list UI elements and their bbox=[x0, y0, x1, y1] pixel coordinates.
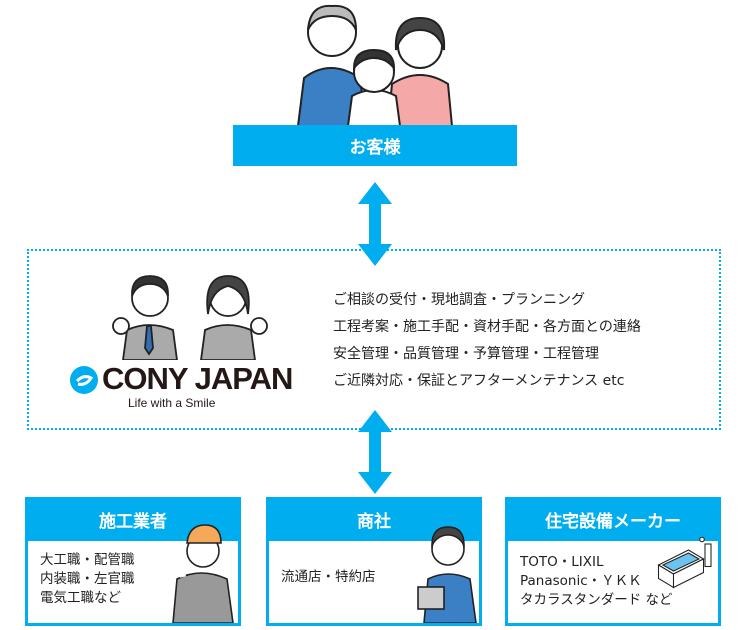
service-line: ご近隣対応・保証とアフターメンテナンス etc bbox=[333, 373, 625, 389]
partner-card-contractors: 施工業者 大工職・配管職 内装職・左官職 電気工職など bbox=[25, 497, 241, 626]
service-line: 安全管理・品質管理・予算管理・工程管理 bbox=[333, 346, 599, 362]
card-line: 内装職・左官職 bbox=[40, 571, 135, 587]
cony-logo-icon bbox=[70, 366, 98, 394]
staff-illustration bbox=[112, 275, 268, 360]
service-line: 工程考案・施工手配・資材手配・各方面との連絡 bbox=[333, 319, 641, 335]
company-tagline: Life with a Smile bbox=[128, 396, 216, 410]
card-title: 施工業者 bbox=[99, 511, 167, 532]
company-logo-name: CONY JAPAN bbox=[102, 361, 293, 396]
double-arrow-icon bbox=[358, 410, 392, 494]
card-line: タカラスタンダード など bbox=[520, 592, 673, 608]
customer-label: お客様 bbox=[233, 125, 517, 166]
card-title: 住宅設備メーカー bbox=[545, 511, 681, 532]
service-line: ご相談の受付・現地調査・プランニング bbox=[333, 292, 585, 308]
card-line: 大工職・配管職 bbox=[40, 552, 135, 568]
partner-card-manufacturers: 住宅設備メーカー TOTO・LIXIL Panasonic・ＹＫＫ タカラスタン… bbox=[505, 497, 721, 626]
card-line: Panasonic・ＹＫＫ bbox=[520, 573, 642, 589]
card-title: 商社 bbox=[357, 511, 391, 532]
partner-card-trading: 商社 流通店・特約店 bbox=[266, 497, 482, 626]
card-line: TOTO・LIXIL bbox=[520, 554, 604, 570]
office-worker-illustration bbox=[417, 526, 477, 623]
worker-illustration bbox=[172, 524, 234, 623]
double-arrow-icon bbox=[358, 182, 392, 266]
card-line: 流通店・特約店 bbox=[281, 569, 376, 585]
card-line: 電気工職など bbox=[40, 590, 121, 606]
family-illustration bbox=[296, 4, 454, 126]
bathtub-illustration bbox=[657, 536, 712, 589]
